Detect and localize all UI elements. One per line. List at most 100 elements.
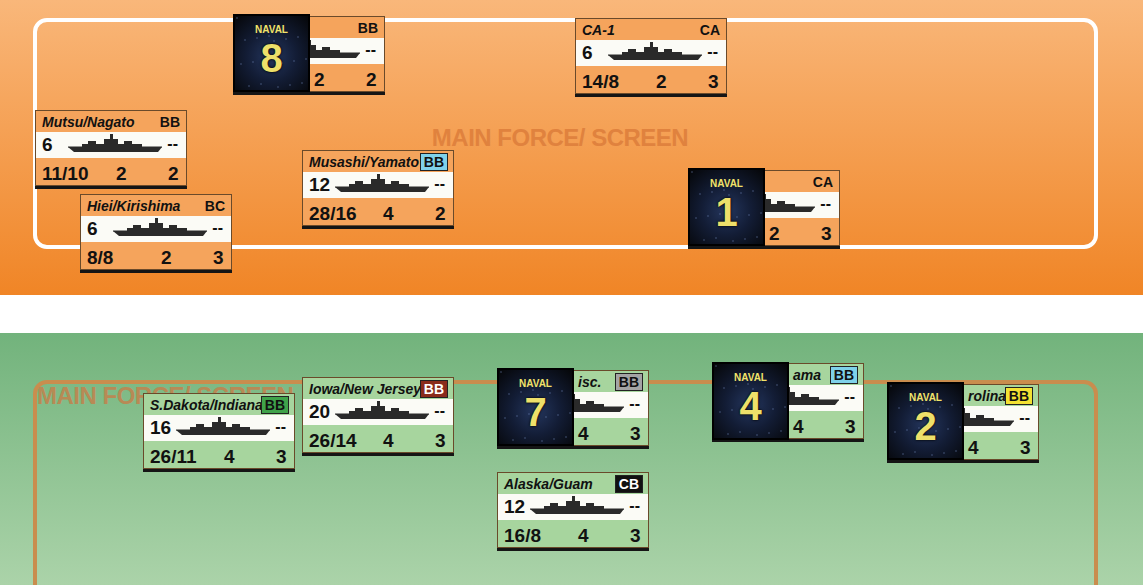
gunnery-value: 12 [309,175,330,194]
marker-label: NAVAL [889,393,962,403]
range-value: 3 [821,224,832,243]
speed-value: 4 [383,204,394,223]
marker-number: 8 [235,38,308,78]
speed-value: 4 [224,447,235,466]
ship-name: Mutsu/Nagato [42,115,135,129]
ship-type: BB [420,153,448,171]
naval-marker: NAVAL 1 [688,168,765,246]
range-value: 3 [276,447,287,466]
ship-type: BB [830,366,858,384]
defense-value: 11/10 [42,164,89,183]
torpedo-value: -- [844,389,855,405]
ship-counter: Iowa/New JerseyBB 20 -- 26/14 4 3 [302,377,454,453]
torpedo-value: -- [365,42,376,58]
region-label: MAIN FORCE/ SCREEN [432,126,688,150]
torpedo-value: -- [434,403,445,419]
torpedo-value: -- [629,396,640,412]
ship-type: CA [700,23,720,37]
ship-type: BC [205,199,225,213]
range-value: 3 [435,431,446,450]
gunnery-value: 6 [87,219,98,238]
naval-marker: NAVAL 8 [233,14,310,92]
ship-name: Musashi/Yamato [309,155,419,169]
defense-value: 26/11 [150,447,197,466]
torpedo-value: -- [212,220,223,236]
gunnery-value: 6 [42,135,53,154]
range-value: 3 [1020,438,1031,457]
ship-type: BB [615,373,643,391]
marker-number: 4 [714,386,787,426]
naval-marker: NAVAL 2 [887,382,964,460]
torpedo-value: -- [434,176,445,192]
ship-name: Hiei/Kirishima [87,199,180,213]
ship-counter: Mutsu/Nagato BB 6 -- 11/10 2 2 [35,110,187,186]
marker-label: NAVAL [235,25,308,35]
ship-type: CB [615,475,643,493]
ship-type: BB [1005,387,1033,405]
us-band [0,333,1143,585]
gunnery-value: 16 [150,418,171,437]
range-value: 2 [366,70,377,89]
speed-value: 4 [578,526,589,545]
defense-value: 8/8 [87,248,113,267]
speed-value: 2 [116,164,127,183]
force-region: MAIN FORCE/ SCREENBB--22NAVAL8CA-1CA6--1… [33,18,1098,249]
ship-counter: CA-1 CA 6 -- 14/8 2 3 [575,18,727,94]
defense-value: 14/8 [582,72,619,91]
ship-name: Alaska/Guam [504,477,593,491]
ship-type: BB [261,396,289,414]
range-value: 3 [708,72,719,91]
speed-value: 2 [161,248,172,267]
marker-number: 2 [889,406,962,446]
ship-counter: Musashi/YamatoBB 12 -- 28/16 4 2 [302,150,454,226]
band-gap [0,295,1143,333]
marker-number: 7 [499,392,572,432]
marker-label: NAVAL [499,379,572,389]
speed-value: 4 [383,431,394,450]
range-value: 3 [630,424,641,443]
range-value: 2 [168,164,179,183]
marker-label: NAVAL [714,373,787,383]
ship-name: CA-1 [582,23,615,37]
marker-number: 1 [690,192,763,232]
torpedo-value: -- [707,44,718,60]
ship-counter: S.Dakota/IndianaBB 16 -- 26/11 4 3 [143,393,295,469]
gunnery-value: 6 [582,43,593,62]
torpedo-value: -- [167,136,178,152]
gunnery-value: 12 [504,497,525,516]
ship-name: ama [793,368,821,382]
torpedo-value: -- [275,419,286,435]
ship-type: BB [358,21,378,35]
speed-value: 2 [314,70,325,89]
speed-value: 2 [769,224,780,243]
ship-name: rolina [968,389,1006,403]
defense-value: 28/16 [309,204,357,223]
torpedo-value: -- [1019,410,1030,426]
defense-value: 26/14 [309,431,357,450]
marker-label: NAVAL [690,179,763,189]
ship-type: BB [420,380,448,398]
range-value: 3 [630,526,641,545]
ship-name: S.Dakota/Indiana [150,398,263,412]
ship-counter: Alaska/Guam CB 12 -- 16/8 4 3 [497,472,649,548]
range-value: 3 [845,417,856,436]
range-value: 2 [435,204,446,223]
speed-value: 2 [656,72,667,91]
ship-name: Iowa/New Jersey [309,382,421,396]
force-region: MAIN FORCE/ SCREENS.Dakota/IndianaBB16--… [33,380,1098,585]
ship-name: isc. [578,375,601,389]
naval-marker: NAVAL 4 [712,362,789,440]
japanese-band [0,0,1143,295]
gunnery-value: 20 [309,402,330,421]
ship-type: CA [813,175,833,189]
speed-value: 4 [968,438,979,457]
torpedo-value: -- [820,196,831,212]
defense-value: 16/8 [504,526,541,545]
ship-counter: Hiei/KirishimaBC6--8/823 [80,194,232,270]
speed-value: 4 [578,424,589,443]
speed-value: 4 [793,417,804,436]
ship-type: BB [160,115,180,129]
torpedo-value: -- [629,498,640,514]
naval-marker: NAVAL 7 [497,368,574,446]
